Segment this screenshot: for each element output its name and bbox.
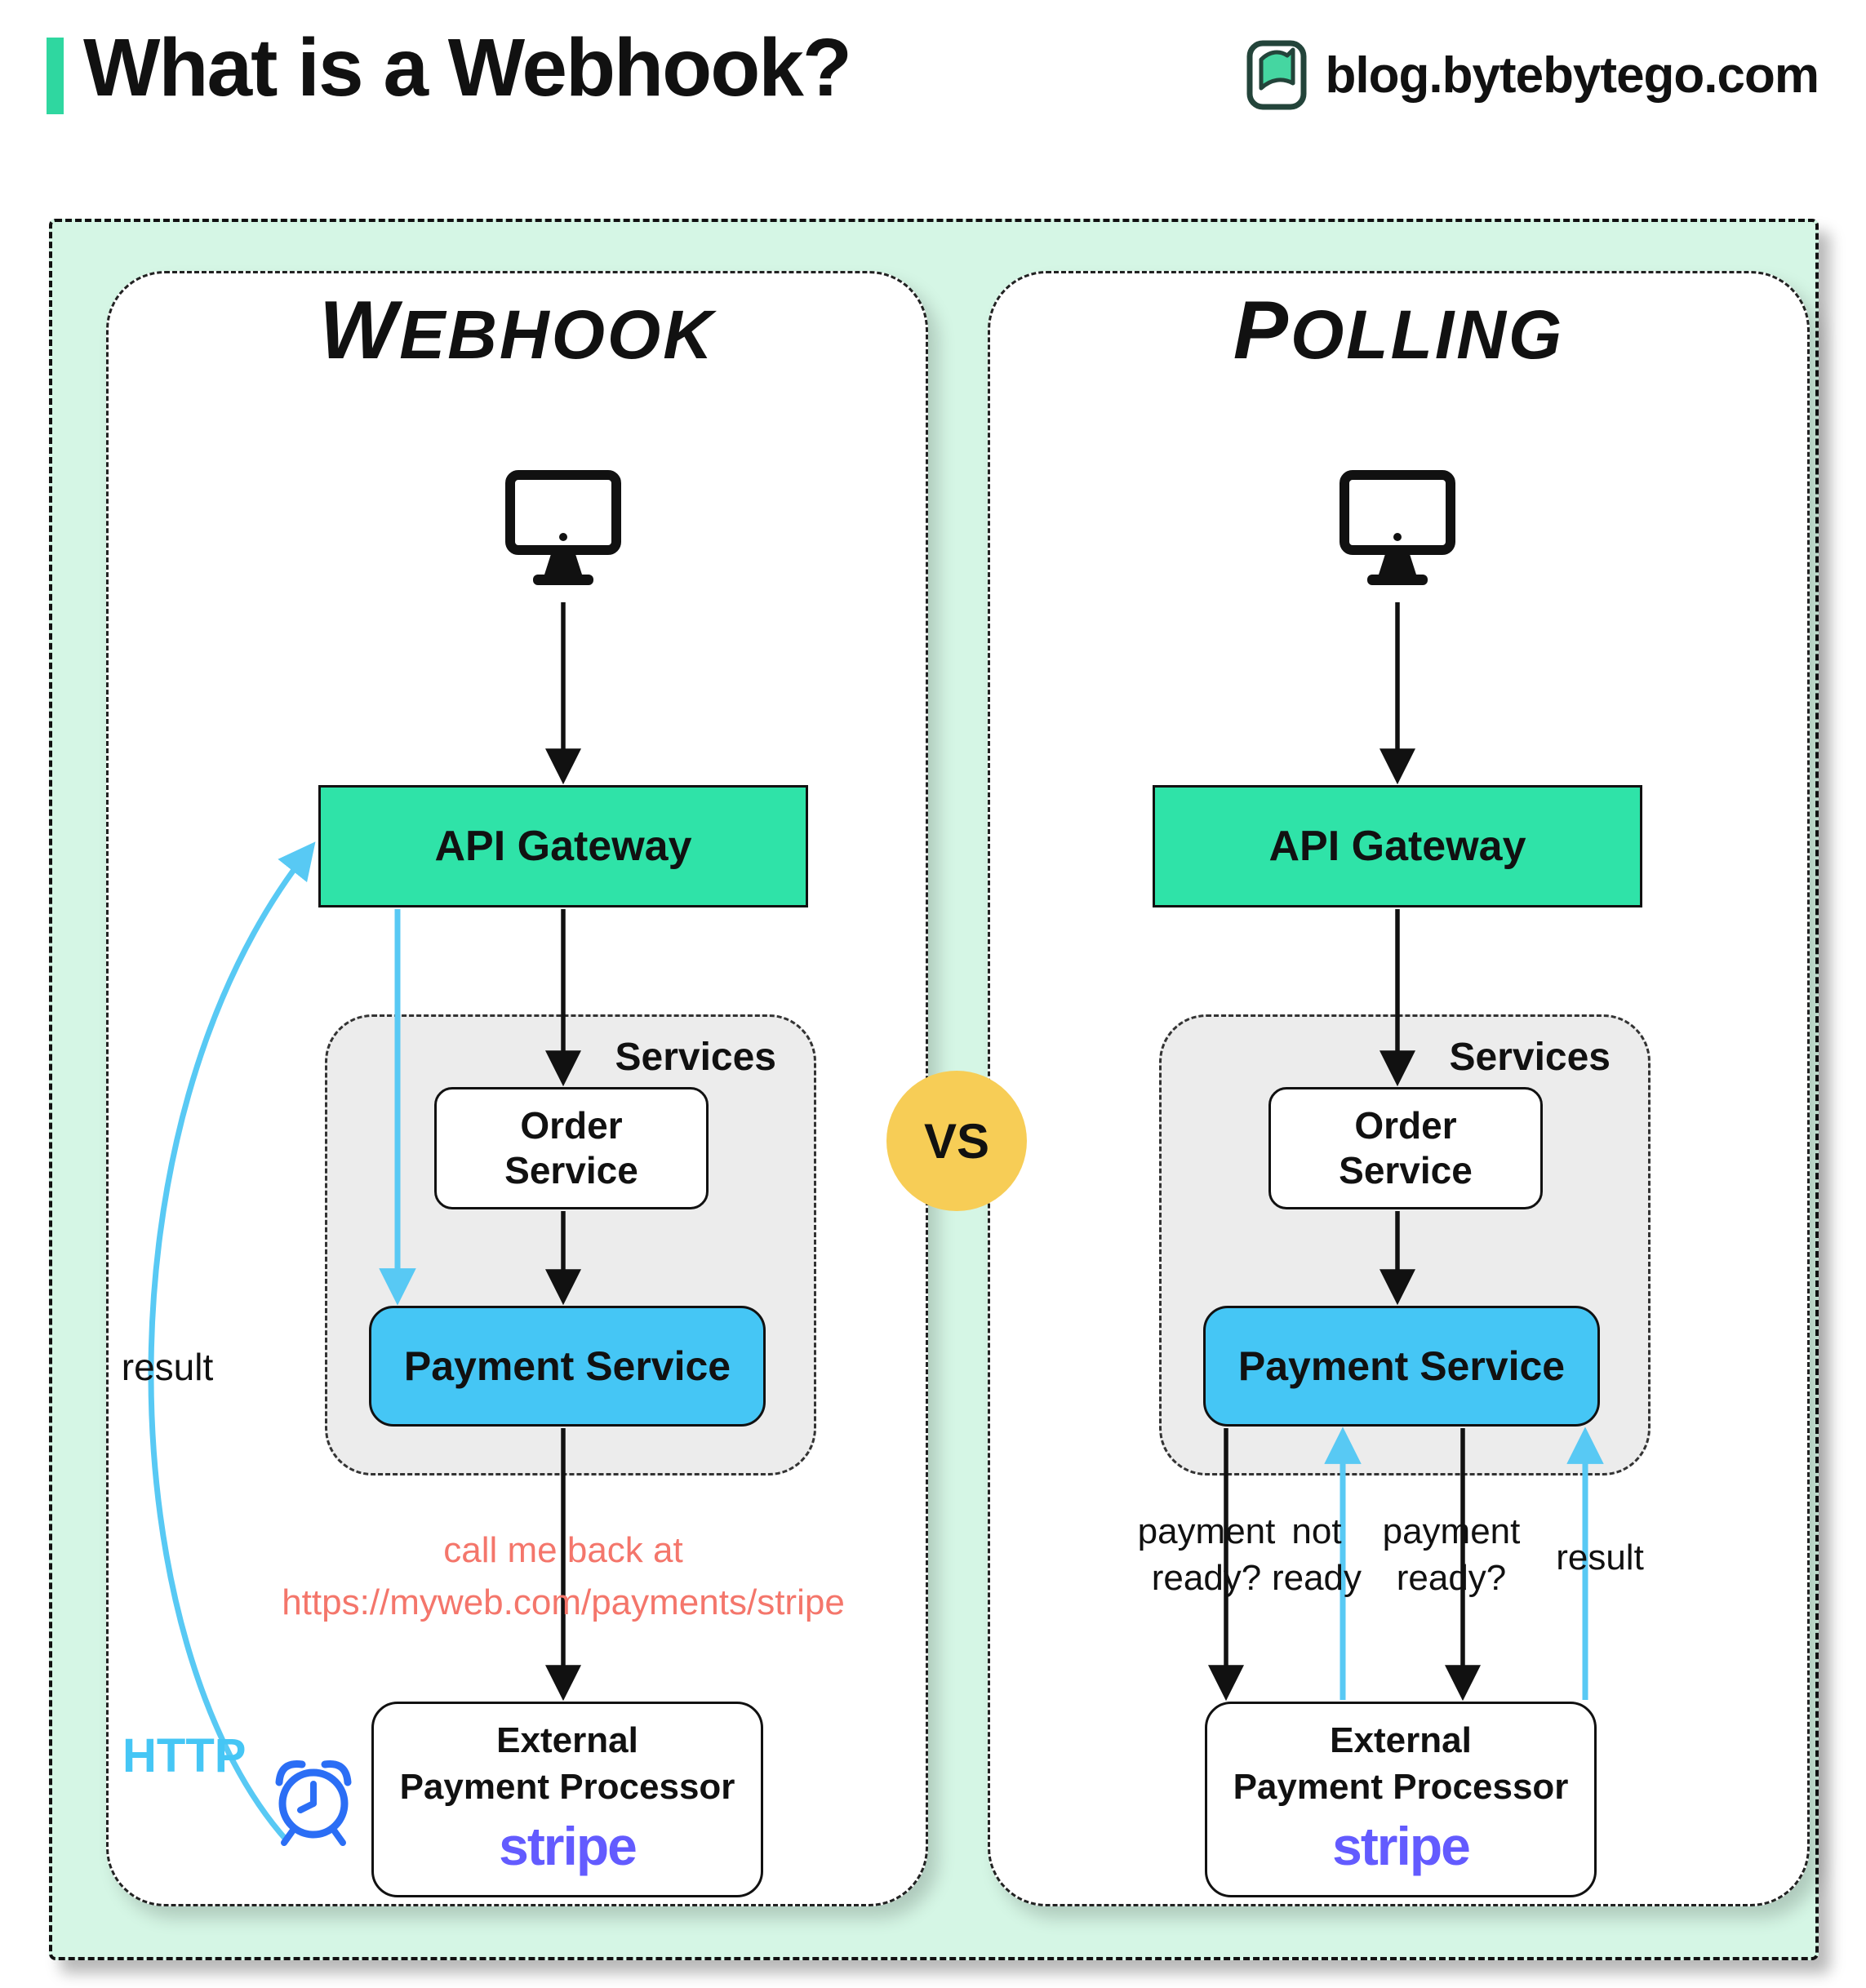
brand: blog.bytebytego.com [1246,39,1819,111]
webhook-callback-line1: call me back at [443,1530,683,1570]
webhook-result-label: result [121,1346,214,1388]
polling-external-line2: Payment Processor [1233,1767,1569,1808]
page-title: What is a Webhook? [83,22,852,113]
polling-panel-title: Polling [1233,285,1565,376]
polling-external-processor-box: External Payment Processor stripe [1205,1702,1597,1897]
polling-api-gateway-box: API Gateway [1153,785,1642,907]
polling-order-service-box: Order Service [1268,1087,1543,1209]
webhook-payment-service-box: Payment Service [369,1306,766,1427]
webhook-callback-url: https://myweb.com/payments/stripe [282,1582,845,1622]
stripe-logo-text: stripe [1332,1816,1471,1877]
polling-payment-ready-label-1: payment ready? [1137,1511,1276,1599]
bytebytego-logo-icon [1246,40,1307,110]
brand-site-text: blog.bytebytego.com [1325,47,1819,104]
webhook-external-line1: External [496,1720,638,1760]
webhook-panel-title: Webhook [319,285,715,376]
webhook-order-service-label: Order Service [504,1103,638,1191]
polling-services-label: Services [1449,1036,1611,1079]
polling-payment-service-box: Payment Service [1203,1306,1600,1427]
polling-not-ready-label: not ready [1271,1511,1362,1599]
webhook-services-label: Services [615,1036,776,1079]
webhook-api-gateway-box: API Gateway [318,785,808,907]
webhook-http-label: HTTP [122,1729,247,1782]
vs-badge: VS [886,1071,1027,1211]
stripe-logo-text: stripe [499,1816,638,1877]
polling-order-service-label: Order Service [1339,1103,1473,1191]
webhook-callback-note: call me back at https://myweb.com/paymen… [212,1524,914,1629]
polling-result-label: result [1556,1538,1644,1578]
polling-external-line1: External [1330,1720,1472,1760]
polling-payment-ready-label-2: payment ready? [1382,1511,1521,1599]
webhook-external-line2: Payment Processor [399,1767,735,1808]
webhook-order-service-box: Order Service [434,1087,709,1209]
title-accent-bar [47,38,64,114]
webhook-external-processor-box: External Payment Processor stripe [371,1702,763,1897]
